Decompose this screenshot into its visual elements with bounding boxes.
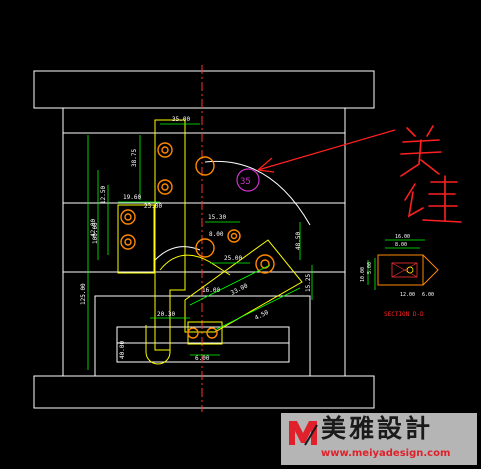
- angled-lifter-part: [184, 239, 303, 333]
- dim-c: 12.50: [100, 186, 107, 204]
- section-dim-3: 5.00: [367, 262, 373, 274]
- hole-2: [157, 179, 173, 195]
- hole-9: [187, 327, 199, 339]
- dim-h: 25.00: [224, 255, 242, 262]
- hole-3: [120, 209, 136, 225]
- annotation-arrow: [257, 129, 396, 171]
- section-hatch: [391, 262, 418, 278]
- bottom-clamp-plate: [33, 375, 375, 409]
- hole-4: [120, 234, 136, 250]
- highlighted-circle-label: 35: [240, 177, 251, 187]
- dim-q: 6.00: [195, 355, 210, 362]
- hole-6: [195, 238, 215, 258]
- dim-n: 125.00: [80, 283, 87, 305]
- dim-d: 42.00: [90, 219, 97, 237]
- top-clamp-plate: [33, 70, 375, 109]
- dim-b: 19.60: [123, 194, 141, 201]
- annotation-arrow-head: [257, 157, 275, 173]
- hole-10: [206, 327, 218, 339]
- hole-2-inner: [161, 183, 169, 191]
- section-label: SECTION D-D: [384, 311, 424, 318]
- section-pin: [406, 266, 414, 274]
- section-dim-0: 16.00: [395, 234, 410, 240]
- section-dim-2: 10.00: [360, 267, 366, 282]
- hole-8-inner: [260, 259, 270, 269]
- section-dim-5: 6.00: [422, 292, 434, 298]
- dim-top: 35.00: [172, 116, 190, 123]
- section-dim-1: 8.00: [395, 242, 407, 248]
- side-block: [117, 204, 155, 274]
- dim-m: 4.50: [254, 309, 270, 322]
- hole-1: [157, 142, 173, 158]
- dim-k: 16.00: [202, 287, 220, 294]
- brand-name: 美雅設計: [321, 414, 434, 443]
- dim-e: 23.00: [144, 203, 162, 210]
- hole-4-inner: [124, 238, 132, 246]
- mould-body: [62, 107, 346, 377]
- dim-o: 100.00: [92, 222, 99, 244]
- hole-7: [227, 229, 241, 243]
- section-cone: [422, 254, 439, 286]
- hole-3-inner: [124, 213, 132, 221]
- section-detail: 16.00 8.00 10.00 5.00 12.00 6.00 SECTION…: [360, 234, 439, 318]
- dim-p: 20.30: [157, 311, 175, 318]
- arc-trajectory-lower: [154, 246, 201, 261]
- section-dim-4: 12.00: [400, 292, 415, 298]
- arc-guide: [159, 254, 231, 276]
- section-body: [377, 254, 424, 286]
- vertical-slider-part: [154, 119, 186, 351]
- dim-i: 48.50: [295, 232, 302, 250]
- arc-trajectory: [204, 160, 311, 226]
- hole-8: [255, 254, 275, 274]
- hole-7-inner: [230, 232, 238, 240]
- highlighted-circle: [236, 168, 260, 192]
- u-shaped-pin: [145, 325, 171, 365]
- handwritten-note: 关键: [400, 125, 462, 223]
- dim-l: 33.00: [230, 282, 250, 297]
- dim-g: 8.00: [209, 231, 224, 238]
- brand-logo-icon: M: [289, 421, 318, 446]
- ejector-plate: [116, 326, 290, 363]
- dim-r: 40.00: [119, 341, 126, 359]
- hole-5: [195, 156, 215, 176]
- dim-a: 38.75: [131, 149, 138, 167]
- dim-j: 15.25: [305, 274, 312, 292]
- hole-1-inner: [161, 146, 169, 154]
- dim-f: 15.30: [208, 214, 226, 221]
- brand-url: www.meiyadesign.com: [321, 448, 451, 459]
